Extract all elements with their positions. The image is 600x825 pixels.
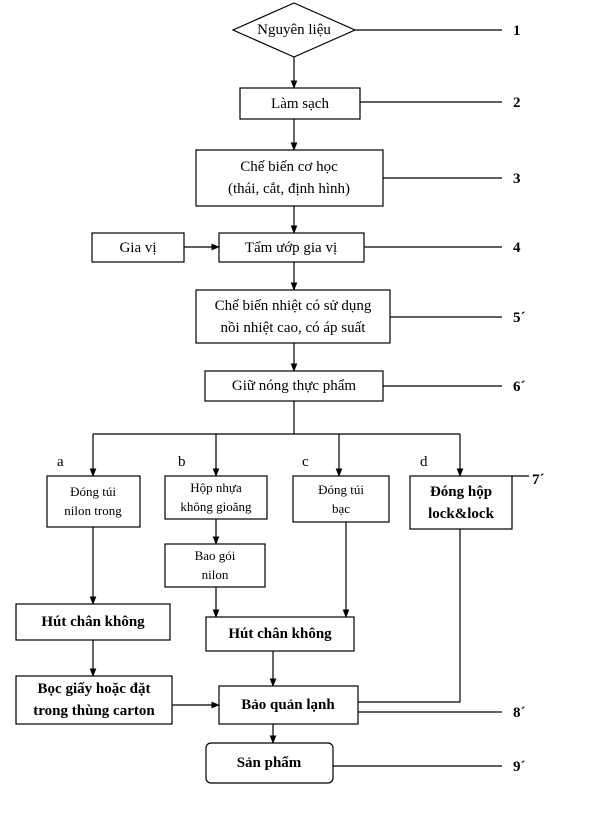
step-number-7: 7´ xyxy=(532,472,545,488)
step-number-6: 6´ xyxy=(513,379,526,395)
node-label-n6-line-1: Giữ nóng thực phẩm xyxy=(232,378,356,394)
node-thermal xyxy=(195,289,391,344)
node-cold-storage xyxy=(218,685,359,725)
step-number-3: 3 xyxy=(513,171,521,187)
step-number-9: 9´ xyxy=(513,759,526,775)
node-mechanical xyxy=(195,149,384,207)
node-keep-warm xyxy=(204,370,384,402)
node-label-a1-line-2: nilon trong xyxy=(64,503,122,518)
node-a-vacuum xyxy=(15,603,171,641)
boxes xyxy=(15,2,513,784)
step-number-5: 5´ xyxy=(513,310,526,326)
arrow-d1-8 xyxy=(329,529,461,706)
node-raw-material xyxy=(231,2,357,58)
branch-letter-d: d xyxy=(420,454,428,470)
node-label-n4-spice-line-1: Gia vị xyxy=(119,240,156,256)
node-bc-vacuum xyxy=(205,616,355,652)
node-label-n5-line-2: nồi nhiệt cao, có áp suất xyxy=(221,320,367,336)
node-label-b1-line-1: Hộp nhựa xyxy=(190,480,242,495)
node-label-a1-line-1: Đóng túi xyxy=(70,484,116,499)
node-label-c1-line-2: bạc xyxy=(332,501,350,516)
node-label-d1-line-1: Đóng hộp xyxy=(430,484,492,500)
node-label-b1-line-2: không gioăng xyxy=(180,499,252,514)
step-numbers: 1 2 3 4 5´ 6´ 7´ 8´ 9´ xyxy=(513,23,545,775)
node-label-n1-line-1: Nguyên liệu xyxy=(257,22,331,38)
node-marinate xyxy=(218,232,365,263)
node-label-bc2-line-1: Hút chân không xyxy=(228,626,332,642)
node-c-foil xyxy=(292,475,390,523)
node-cleaning xyxy=(239,87,361,120)
node-product xyxy=(205,742,334,784)
connectors xyxy=(89,29,529,767)
node-label-n5-line-1: Chế biến nhiệt có sử dụng xyxy=(215,298,372,314)
node-label-a3-line-2: trong thùng carton xyxy=(33,703,155,719)
node-label-n9-line-1: Sản phẩm xyxy=(237,755,302,771)
step-number-1: 1 xyxy=(513,23,521,39)
node-a-bag xyxy=(46,475,141,528)
node-label-a2-line-1: Hút chân không xyxy=(41,614,145,630)
branch-letters: a b c d xyxy=(57,454,428,470)
node-a-carton xyxy=(15,675,173,725)
node-label-n2-line-1: Làm sạch xyxy=(271,96,329,112)
branch-letter-a: a xyxy=(57,454,64,470)
node-d-lock xyxy=(409,475,513,530)
node-label-c1-line-1: Đóng túi xyxy=(318,482,364,497)
node-label-b2-line-1: Bao gói xyxy=(195,548,236,563)
node-label-d1-line-2: lock&lock xyxy=(428,506,494,522)
node-label-n8-line-1: Bảo quản lạnh xyxy=(241,697,335,713)
step-number-2: 2 xyxy=(513,95,521,111)
node-label-a3-line-1: Bọc giấy hoặc đặt xyxy=(38,681,151,697)
node-label-n3-line-1: Chế biến cơ học xyxy=(240,159,338,175)
branch-letter-b: b xyxy=(178,454,186,470)
step-number-4: 4 xyxy=(513,240,521,256)
node-label-n4-line-1: Tẩm ướp gia vị xyxy=(245,240,337,256)
node-label-n3-line-2: (thái, cắt, định hình) xyxy=(228,181,350,197)
branch-letter-c: c xyxy=(302,454,309,470)
node-spice xyxy=(91,232,185,263)
node-b-box xyxy=(164,475,268,520)
node-label-b2-line-2: nilon xyxy=(202,567,229,582)
step-number-8: 8´ xyxy=(513,705,526,721)
node-b-wrap xyxy=(164,543,266,588)
